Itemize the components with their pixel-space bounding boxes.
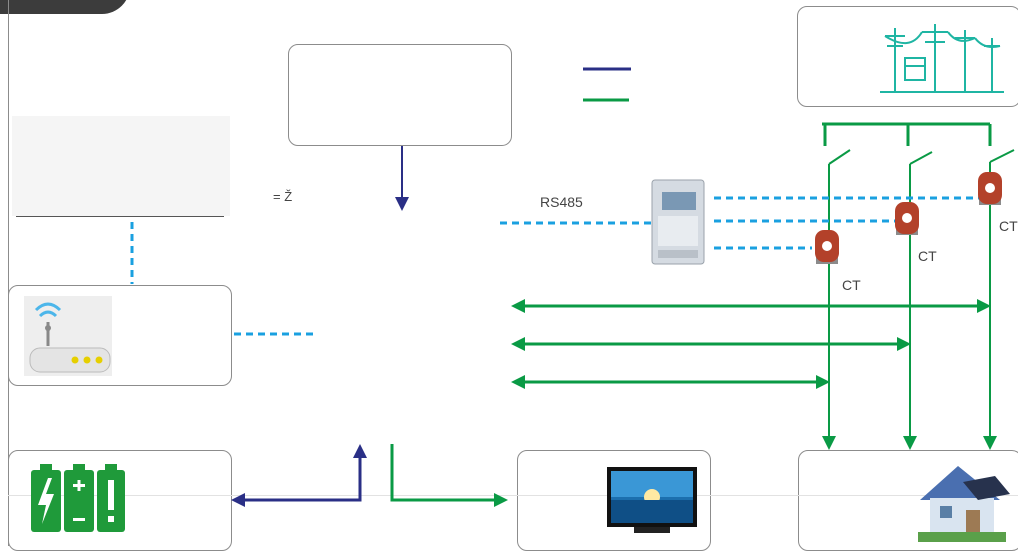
- solar-house-icon: [918, 466, 1010, 542]
- battery-pack-icon: [31, 464, 125, 532]
- ct-label-3: CT: [999, 218, 1018, 234]
- ct-label-1: CT: [842, 277, 861, 293]
- current-transformer-icon: [815, 172, 1002, 264]
- bottom-baseline: [8, 495, 1018, 496]
- left-divider: [8, 0, 9, 546]
- corner-tab: [0, 0, 130, 14]
- energy-meter-icon: [651, 179, 705, 265]
- battery-dc-path: [231, 444, 367, 507]
- grid-box: [797, 6, 1018, 107]
- comm-lines: [130, 196, 980, 336]
- inverter-box: [288, 44, 512, 146]
- television-icon: [607, 467, 697, 533]
- rs485-label: RS485: [540, 194, 583, 210]
- tv-ac-path: [390, 444, 508, 507]
- grid-busbar: [822, 122, 992, 146]
- wifi-router-icon: [24, 296, 112, 376]
- symbol-note: = Ž: [273, 189, 293, 204]
- ct-label-2: CT: [918, 248, 937, 264]
- grid-switches: [828, 149, 1015, 165]
- power-grid-transformer-icon: [880, 24, 1004, 93]
- faint-panel: [12, 116, 230, 216]
- panel-underline: [16, 216, 224, 217]
